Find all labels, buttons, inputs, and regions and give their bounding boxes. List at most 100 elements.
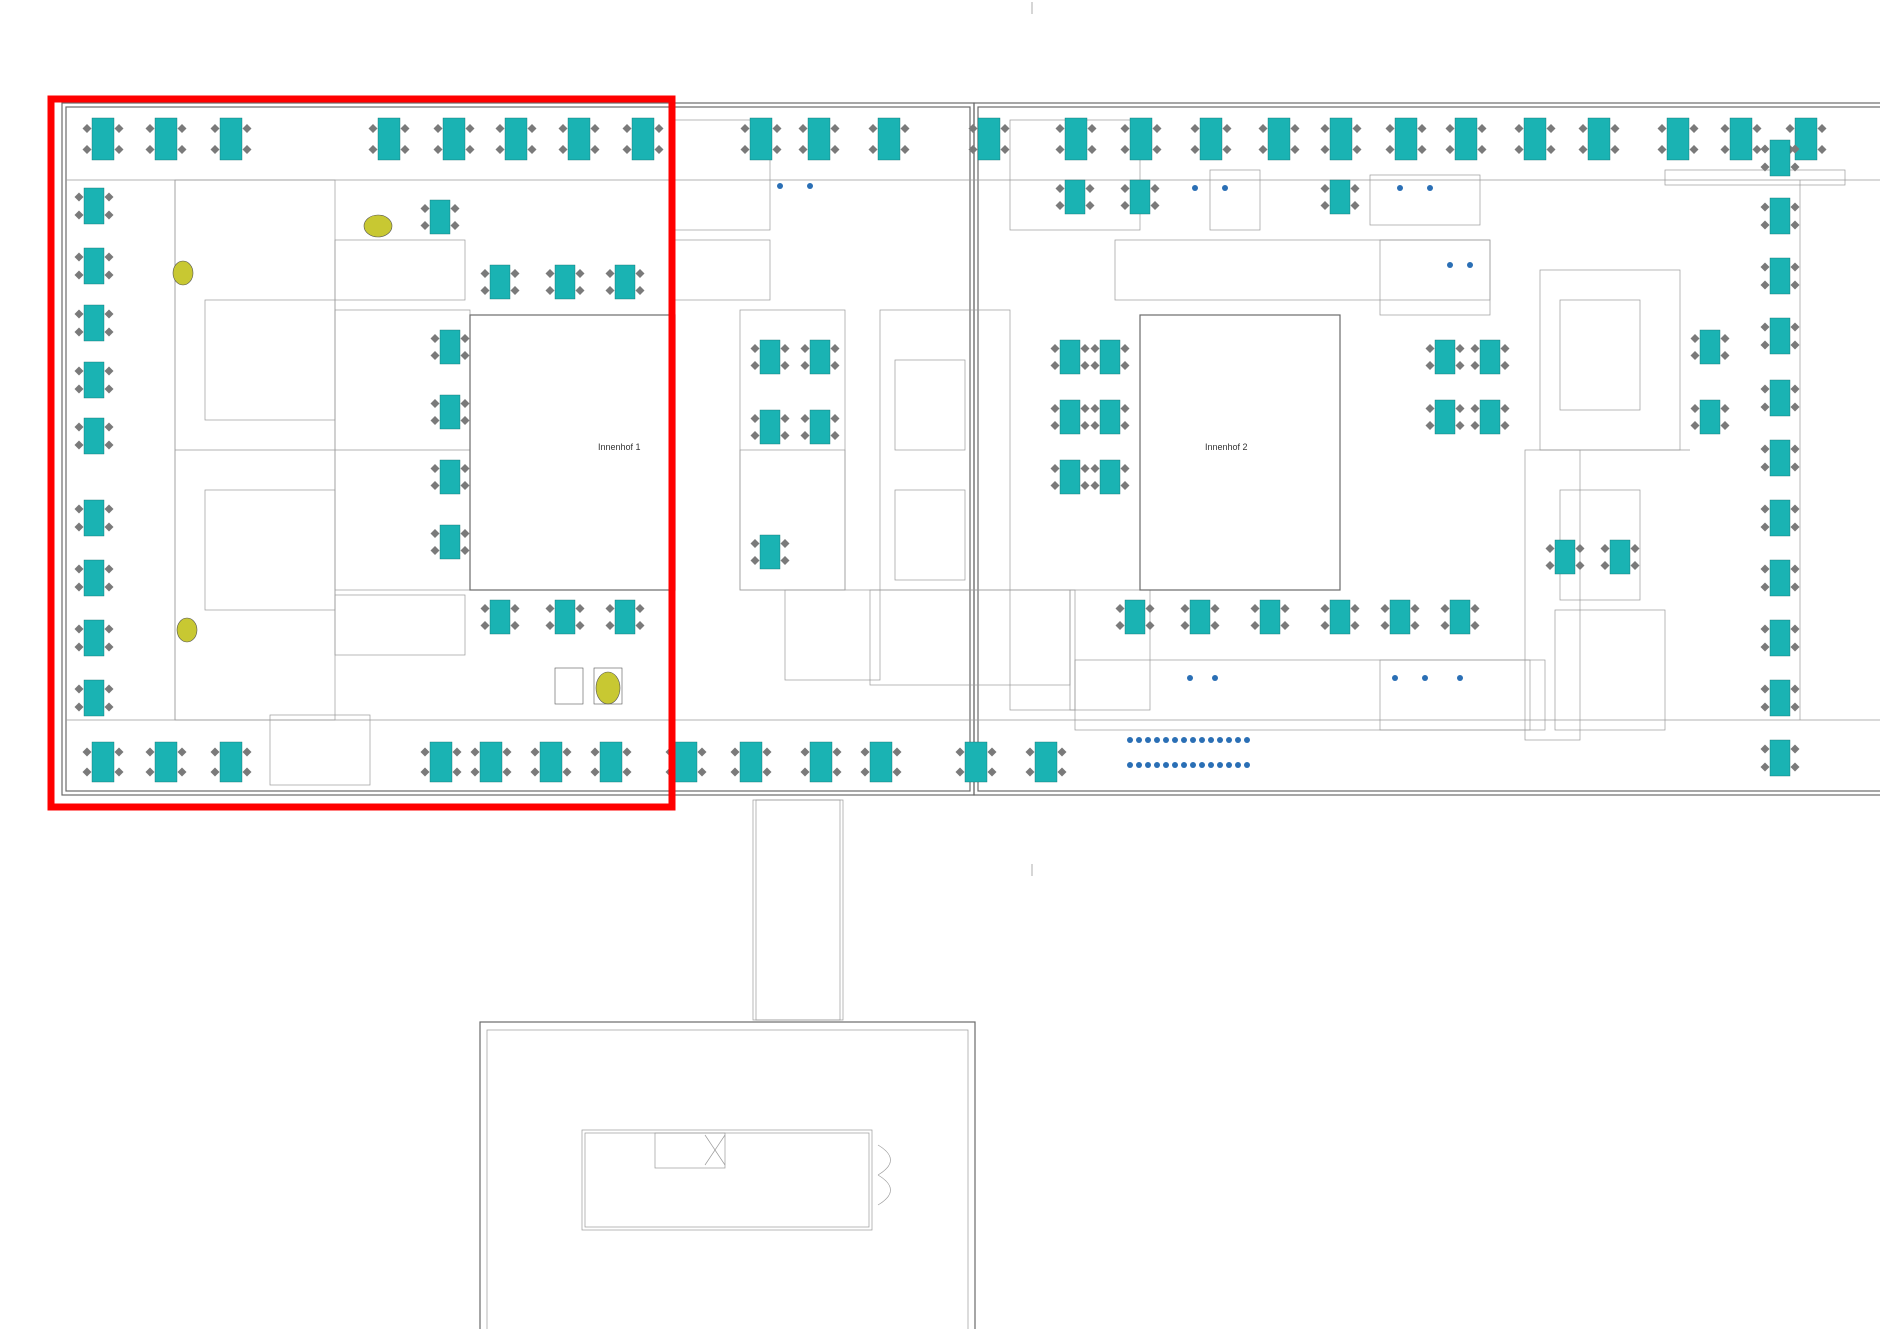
desk-cluster [1199, 117, 1223, 161]
chair [1760, 564, 1770, 574]
chair [868, 145, 878, 154]
chair [1470, 604, 1480, 613]
chair [1720, 421, 1730, 430]
chair [1445, 124, 1455, 133]
chair [1760, 642, 1770, 652]
desk-cluster [554, 599, 576, 635]
chair [955, 747, 965, 757]
meeting-chair [1136, 762, 1142, 768]
meeting-chair [1187, 675, 1193, 681]
chair [104, 440, 114, 450]
chair [450, 221, 460, 230]
chair [1050, 464, 1060, 473]
chair [1000, 145, 1010, 154]
chair [1790, 444, 1800, 454]
chair [430, 546, 440, 555]
chair [510, 286, 520, 295]
chair [74, 564, 84, 574]
desk-cluster [809, 741, 833, 783]
chair [242, 747, 252, 757]
chair [1790, 280, 1800, 290]
chair [1417, 124, 1427, 133]
chair [1630, 561, 1640, 570]
chair [1760, 702, 1770, 712]
desk-cluster [1394, 117, 1418, 161]
chair [1477, 145, 1487, 154]
chair [750, 539, 760, 548]
chair [1455, 404, 1465, 413]
chair [1085, 201, 1095, 210]
desk-cluster [1769, 257, 1791, 295]
desk-cluster [807, 117, 831, 161]
chair [1720, 124, 1730, 133]
desk-cluster [83, 361, 105, 399]
meeting-chair [1235, 762, 1241, 768]
chair [860, 747, 870, 757]
chair [1470, 404, 1480, 413]
chair [510, 621, 520, 630]
chair [104, 684, 114, 694]
chair [1180, 621, 1190, 630]
desk-cluster [1769, 197, 1791, 235]
meeting-chair [1199, 737, 1205, 743]
chair [1320, 201, 1330, 210]
chair [622, 747, 632, 757]
chair [622, 767, 632, 777]
desk-cluster [1699, 399, 1721, 435]
chair [1320, 604, 1330, 613]
chair [750, 361, 760, 370]
chair [452, 747, 462, 757]
chair [1120, 404, 1130, 413]
meeting-chair [1208, 737, 1214, 743]
chair [800, 767, 810, 777]
desk-cluster [429, 199, 451, 235]
round-tables [172, 214, 623, 705]
chair [1790, 462, 1800, 472]
chair [1025, 767, 1035, 777]
desk-cluster [674, 741, 698, 783]
meeting-chair [1212, 675, 1218, 681]
chair [772, 124, 782, 133]
desk-cluster [964, 741, 988, 783]
chair [74, 684, 84, 694]
desk-cluster [869, 741, 893, 783]
chair [1817, 124, 1827, 133]
desk-cluster [83, 619, 105, 657]
desk-cluster [1769, 139, 1791, 177]
chair [242, 767, 252, 777]
desk-cluster [554, 264, 576, 300]
chair [1760, 280, 1770, 290]
desk-cluster [1769, 379, 1791, 417]
chair [1090, 404, 1100, 413]
chair [1350, 604, 1360, 613]
chair [114, 145, 124, 154]
chair [750, 556, 760, 565]
chair [1470, 421, 1480, 430]
annex [479, 799, 976, 1329]
chair [697, 747, 707, 757]
chair [635, 286, 645, 295]
chair [1115, 604, 1125, 613]
chair [1250, 621, 1260, 630]
desk-cluster [759, 534, 781, 570]
desk-cluster [1434, 399, 1456, 435]
chair [1440, 621, 1450, 630]
chair [1115, 621, 1125, 630]
chair [1120, 464, 1130, 473]
chair [210, 145, 220, 154]
chair [465, 145, 475, 154]
chair [430, 529, 440, 538]
meeting-chair [1154, 762, 1160, 768]
chair [1790, 744, 1800, 754]
chair [1578, 124, 1588, 133]
chair [420, 747, 430, 757]
chair [450, 204, 460, 213]
desk-cluster [83, 417, 105, 455]
chair [1546, 124, 1556, 133]
chair [800, 361, 810, 370]
meeting-chair [1397, 185, 1403, 191]
chair [145, 767, 155, 777]
interior-walls [66, 119, 1880, 786]
chair [590, 747, 600, 757]
desk-cluster [439, 329, 461, 365]
